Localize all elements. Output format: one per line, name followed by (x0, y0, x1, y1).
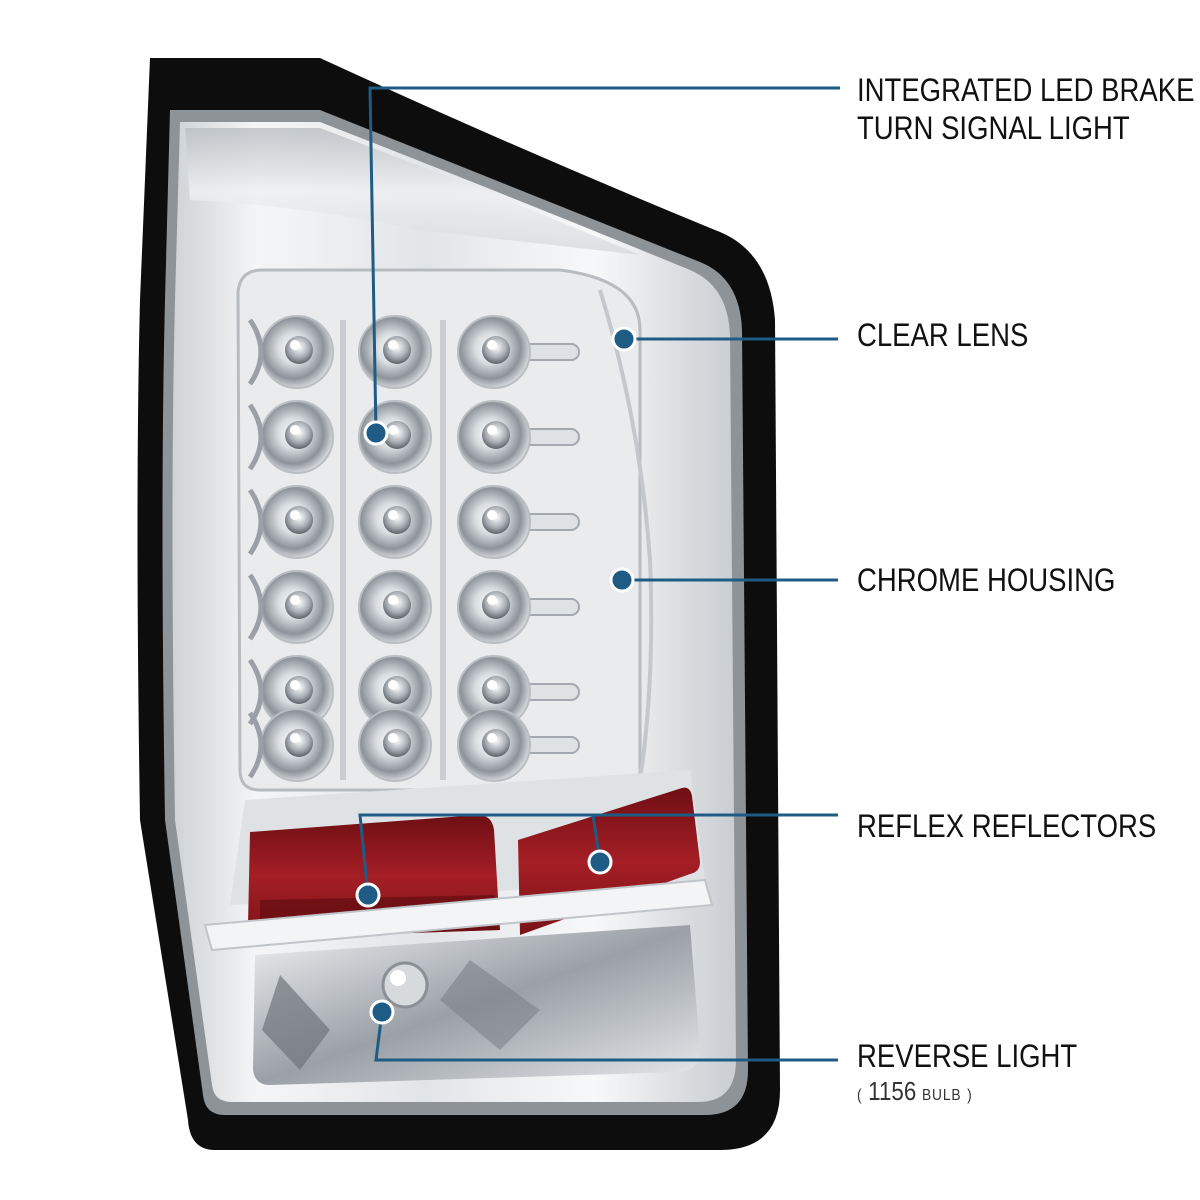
led-bulb (358, 570, 432, 644)
label-reverse-light: REVERSE LIGHT (857, 1038, 1078, 1074)
callout-dot-clear-lens (611, 326, 637, 352)
led-bulb (260, 708, 334, 782)
label-clear-lens: CLEAR LENS (857, 317, 1029, 353)
callout-dot-brake-turn (363, 420, 389, 446)
led-bulb-partial (247, 403, 264, 471)
label-reverse-bulb: ( 1156 BULB ) (857, 1077, 973, 1110)
led-bulb (358, 315, 432, 389)
led-bulb-partial (247, 573, 264, 641)
led-bulb (358, 655, 432, 729)
led-bulb (260, 400, 334, 474)
led-bulb (358, 708, 432, 782)
callout-lines (358, 86, 840, 1062)
label-chrome-housing: CHROME HOUSING (857, 562, 1116, 598)
led-bulb-partial (247, 488, 264, 556)
led-bulb-partial (247, 318, 264, 386)
label-brake-turn-line2: TURN SIGNAL LIGHT (857, 110, 1130, 146)
callout-dot-reverse (369, 999, 395, 1025)
label-reflex-reflectors: REFLEX REFLECTORS (857, 808, 1157, 844)
led-bulb (260, 655, 334, 729)
bulb-open-paren: ( (857, 1087, 863, 1104)
led-bulb (457, 708, 580, 782)
led-bulb (457, 655, 580, 729)
callout-dot-chrome-housing (609, 567, 635, 593)
led-bulb (457, 315, 580, 389)
led-bulb (457, 485, 580, 559)
led-bulb (457, 570, 580, 644)
bulb-close-paren: ) (967, 1087, 973, 1104)
label-brake-turn-line1: INTEGRATED LED BRAKE & (857, 72, 1200, 108)
led-bulb (260, 315, 334, 389)
led-panel (236, 268, 642, 792)
bulb-word: BULB (922, 1087, 962, 1104)
callout-dot-reflex-left (355, 882, 381, 908)
led-array (247, 315, 580, 782)
bulb-number: 1156 (868, 1076, 917, 1106)
callout-dots (355, 326, 637, 1025)
led-bulb (260, 485, 334, 559)
callout-dot-reflex-right (587, 849, 613, 875)
led-bulb (457, 400, 580, 474)
led-bulb-partial (247, 711, 264, 779)
reverse-bulb (381, 961, 429, 1009)
led-bulb (260, 570, 334, 644)
led-bulb (358, 485, 432, 559)
